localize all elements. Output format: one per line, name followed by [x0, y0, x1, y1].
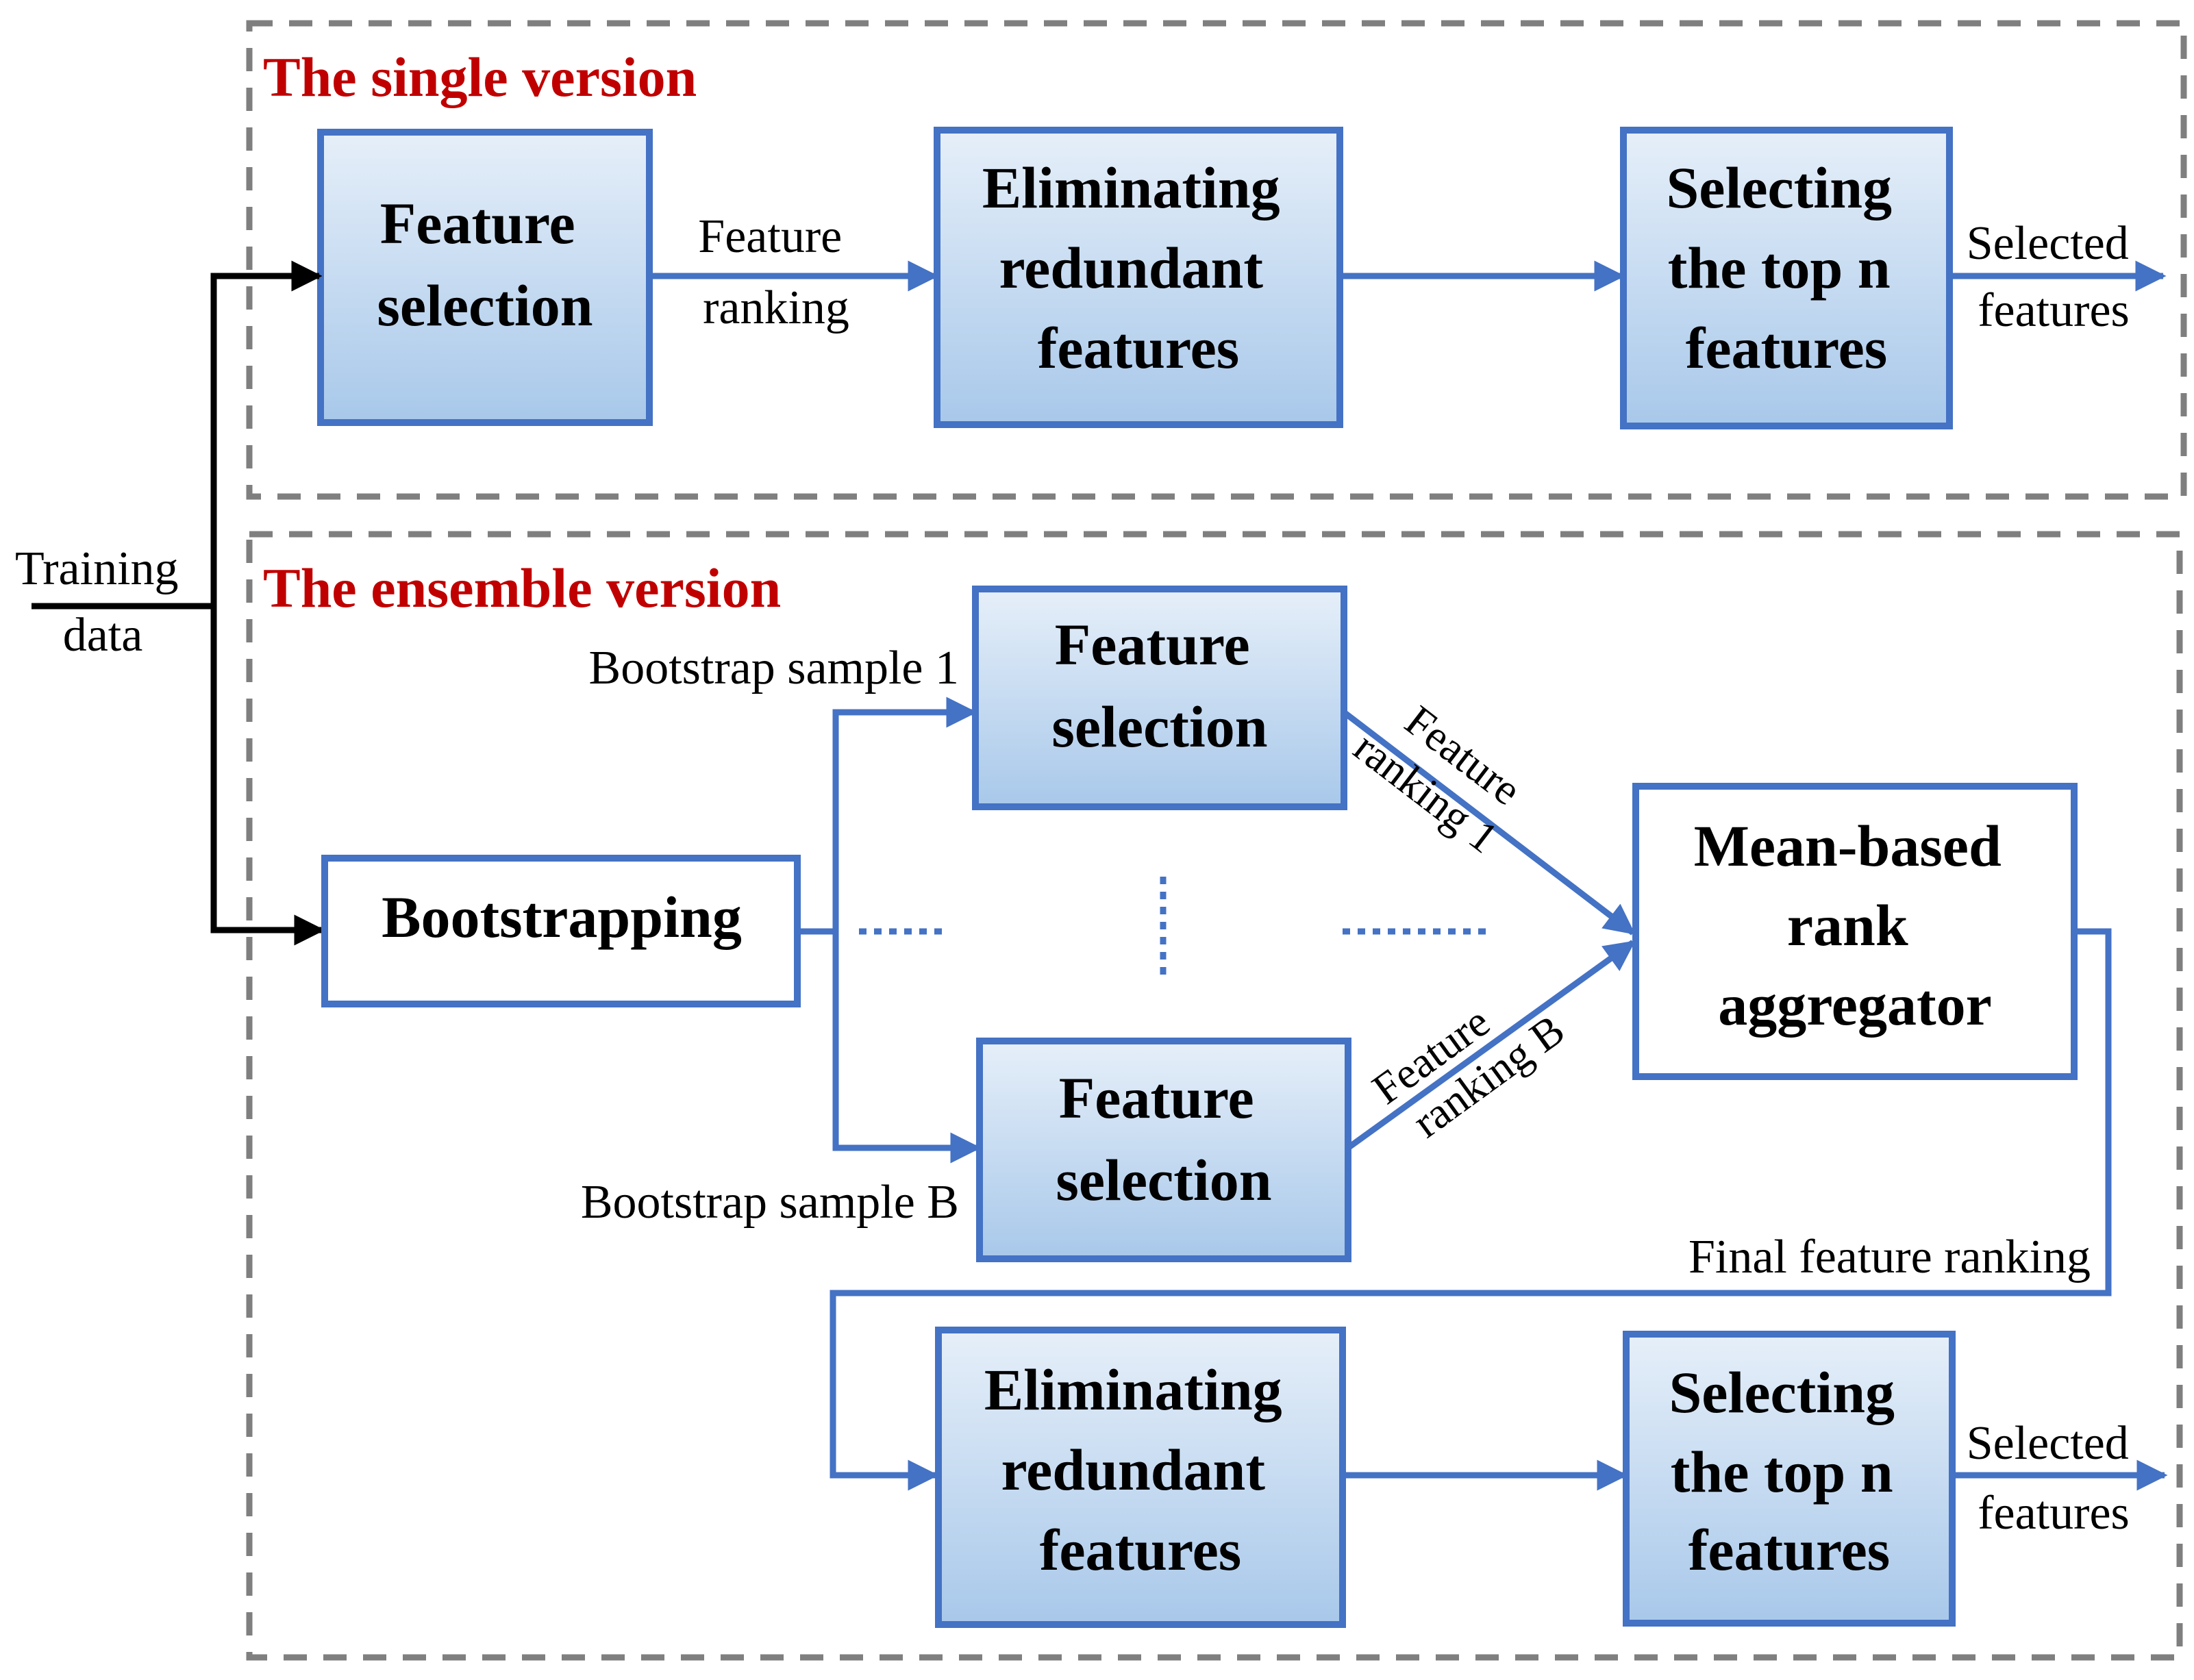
- box-label-line: features: [1686, 315, 1888, 381]
- svg-text:Feature selection: Feature selection: [1056, 1065, 1271, 1213]
- bootstrapping-label: Bootstrapping: [382, 884, 742, 950]
- single-ranking-label: ranking: [703, 281, 849, 334]
- bootstrap-sample-b-label: Bootstrap sample B: [581, 1176, 959, 1229]
- svg-text:Selecting the top n: Selecting the top n features: [1666, 155, 1906, 381]
- single-ranking-label: Feature: [698, 210, 842, 263]
- bootstrap-branch-b: [832, 931, 982, 1164]
- ensemble-topn-box: Selecting the top n features: [1623, 1331, 1956, 1627]
- svg-text:Mean-based rank: Mean-based rank aggregator: [1694, 813, 2017, 1038]
- svg-text:Feature selection: Feature selection: [377, 190, 593, 338]
- single-version-title: The single version: [263, 46, 697, 108]
- svg-text:Feature selection: Feature selection: [1051, 612, 1267, 760]
- svg-text:Eliminating redundant: Eliminating redundant features: [982, 155, 1295, 381]
- aggregator-box: Mean-based rank aggregator: [1632, 783, 2078, 1080]
- box-label-line: features: [1040, 1517, 1242, 1583]
- box-label-line: selection: [1056, 1147, 1271, 1213]
- box-label-line: Feature: [1055, 612, 1250, 677]
- single-topn-box: Selecting the top n features: [1620, 127, 1953, 429]
- box-label-line: features: [1688, 1517, 1891, 1583]
- box-label-line: redundant: [1001, 1437, 1265, 1503]
- box-label-line: aggregator: [1718, 972, 1992, 1038]
- box-label-line: Selecting: [1666, 155, 1892, 221]
- single-output-label: features: [1978, 284, 2130, 337]
- box-label-line: the top n: [1671, 1439, 1893, 1505]
- bootstrap-sample-1-label: Bootstrap sample 1: [589, 642, 959, 694]
- ensemble-version-title: The ensemble version: [263, 557, 781, 619]
- single-version-section: The single version Feature selection Fea…: [246, 20, 2187, 500]
- ensemble-feature-selection-box-1: Feature selection: [972, 586, 1347, 810]
- final-ranking-loop: [830, 928, 2112, 1491]
- box-label-line: the top n: [1668, 235, 1891, 301]
- bootstrapping-box: Bootstrapping: [321, 855, 801, 1007]
- svg-text:Selected features: Selected features: [1967, 1417, 2141, 1540]
- svg-text:Selecting the top n: Selecting the top n features: [1669, 1359, 1909, 1583]
- training-data-label: data: [63, 609, 143, 662]
- box-label-line: selection: [377, 273, 593, 338]
- box-label-line: selection: [1051, 694, 1267, 760]
- ensemble-output-label: features: [1978, 1487, 2130, 1540]
- arrow-ranking-1-to-aggregator: [1342, 710, 1636, 936]
- input-branch-to-ensemble: [210, 606, 325, 946]
- box-label-line: Eliminating: [984, 1357, 1282, 1422]
- final-ranking-label: Final feature ranking: [1688, 1231, 2091, 1283]
- box-label-line: redundant: [999, 235, 1263, 301]
- training-data-input: Training data: [15, 260, 325, 946]
- box-label-line: Eliminating: [982, 155, 1280, 221]
- bootstrap-branch-1: [832, 697, 977, 931]
- ensemble-version-border: [246, 531, 2183, 1661]
- svg-text:Training data: Training data: [15, 542, 190, 662]
- box-label-line: rank: [1787, 892, 1908, 958]
- single-feature-selection-box: Feature selection: [317, 129, 653, 426]
- ensemble-eliminating-box: Eliminating redundant features: [935, 1327, 1346, 1628]
- box-label-line: Selecting: [1669, 1359, 1895, 1425]
- single-output-label: Selected: [1967, 217, 2129, 270]
- svg-text:Feature ranking: Feature ranking: [698, 210, 853, 334]
- single-version-border: [246, 20, 2187, 500]
- svg-text:Eliminating redundant: Eliminating redundant features: [984, 1357, 1297, 1583]
- single-eliminating-box: Eliminating redundant features: [934, 127, 1343, 428]
- svg-text:Selected features: Selected features: [1967, 217, 2141, 337]
- box-label-line: Feature: [380, 190, 575, 256]
- ensemble-version-section: The ensemble version Bootstrapping Boots…: [246, 531, 2183, 1661]
- arrow-ranking-b-to-aggregator: [1346, 940, 1636, 1151]
- box-label-line: features: [1038, 315, 1240, 381]
- box-label-line: Mean-based: [1694, 813, 2002, 879]
- training-data-label: Training: [15, 542, 179, 595]
- box-label-line: Feature: [1059, 1065, 1254, 1131]
- ensemble-output-label: Selected: [1967, 1417, 2129, 1470]
- ensemble-feature-selection-box-b: Feature selection: [976, 1038, 1351, 1262]
